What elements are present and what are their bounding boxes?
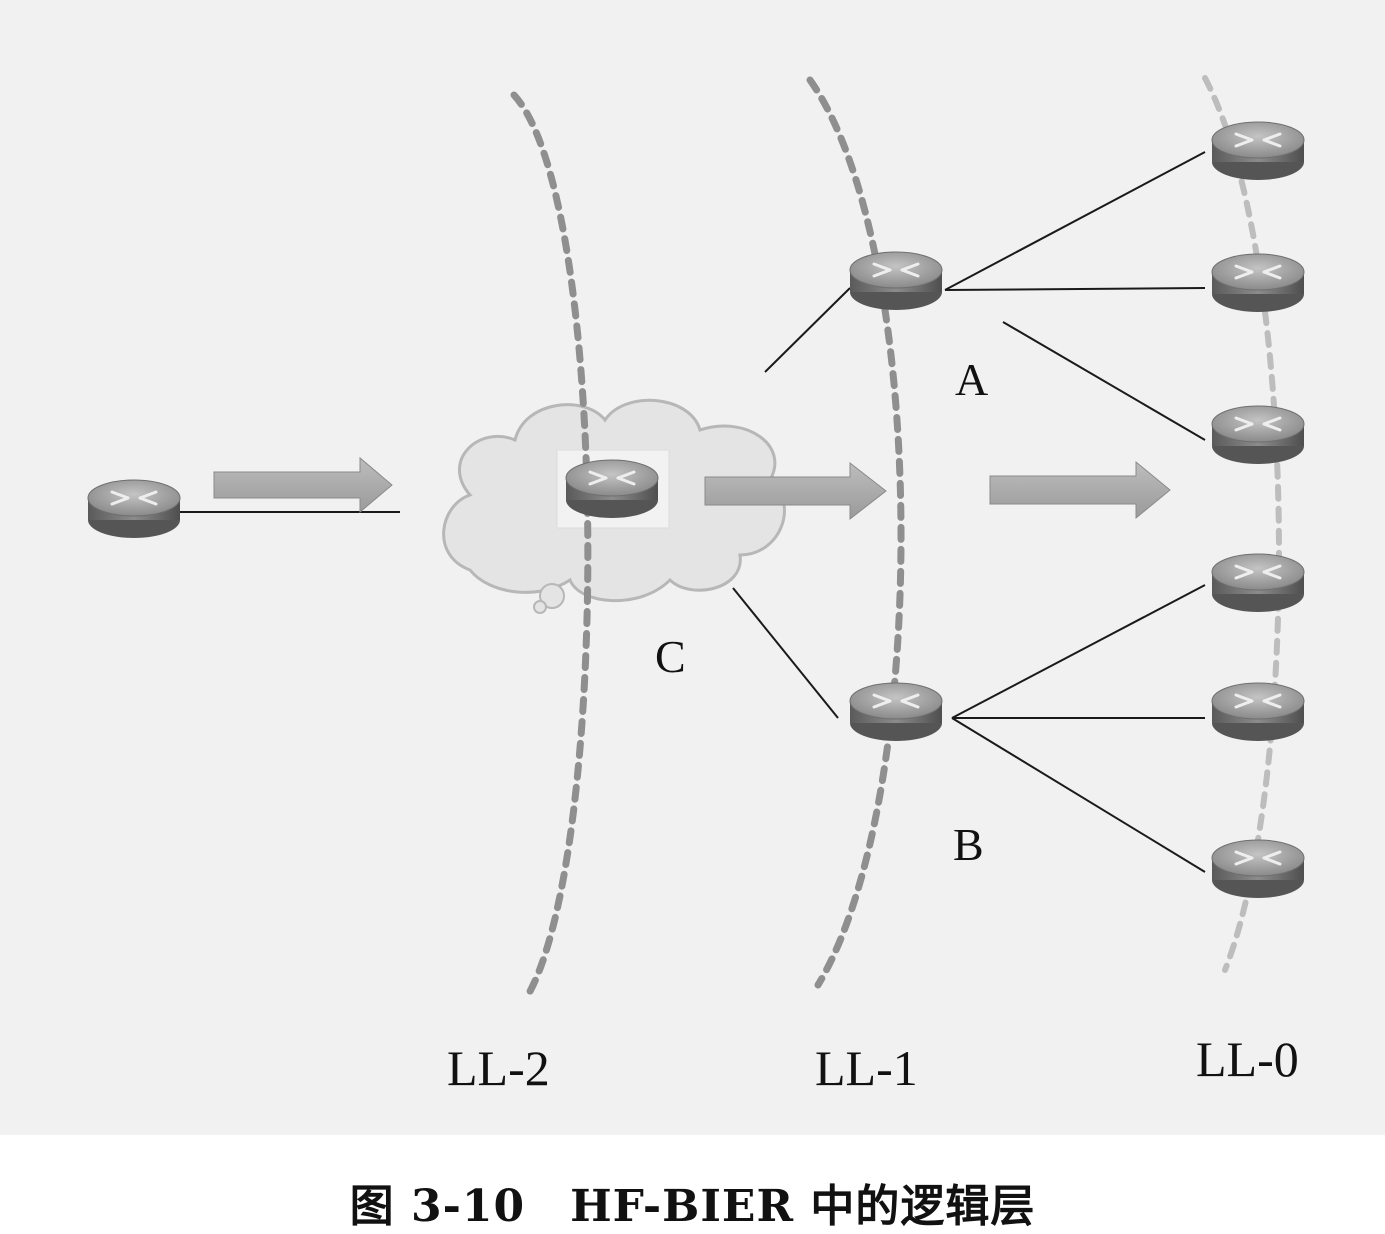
link-c-a [764, 287, 851, 373]
node-label-a: A [955, 354, 988, 405]
figure-panel: A C B LL-2 LL-1 LL-0 [0, 0, 1385, 1135]
layer-label-ll1: LL-1 [815, 1040, 918, 1096]
boundary-ll1 [806, 76, 905, 989]
hierarchy-diagram: A C B LL-2 LL-1 LL-0 [86, 75, 1306, 1096]
router-icon [86, 478, 182, 540]
connection-lines [180, 151, 1206, 873]
link-a-leaf3 [1002, 321, 1206, 441]
layer-label-ll2: LL-2 [447, 1040, 550, 1096]
router-icon [1210, 838, 1306, 900]
router-icon [848, 681, 944, 743]
link-c-b [732, 587, 839, 719]
layer-label-ll0: LL-0 [1196, 1031, 1299, 1087]
boundary-ll0 [1202, 75, 1282, 973]
router-icon [1210, 552, 1306, 614]
link-a-leaf2 [944, 287, 1206, 291]
router-icon [848, 250, 944, 312]
arrow-icon [704, 461, 887, 521]
node-label-c: C [655, 631, 686, 682]
flow-arrows [213, 456, 1171, 521]
link-b-leaf4 [951, 584, 1206, 719]
arrow-icon [213, 456, 393, 514]
figure-caption: 图 3-10 HF-BIER 中的逻辑层 [349, 1181, 1036, 1232]
link-b-leaf6 [951, 717, 1206, 873]
router-icon [564, 458, 660, 520]
router-icon [1210, 681, 1306, 743]
router-icon [1210, 252, 1306, 314]
router-icon [1210, 404, 1306, 466]
node-label-b: B [953, 819, 984, 870]
router-icon [1210, 120, 1306, 182]
boundary-ll2 [510, 91, 592, 999]
arrow-icon [989, 460, 1171, 520]
link-a-leaf1 [944, 151, 1206, 291]
